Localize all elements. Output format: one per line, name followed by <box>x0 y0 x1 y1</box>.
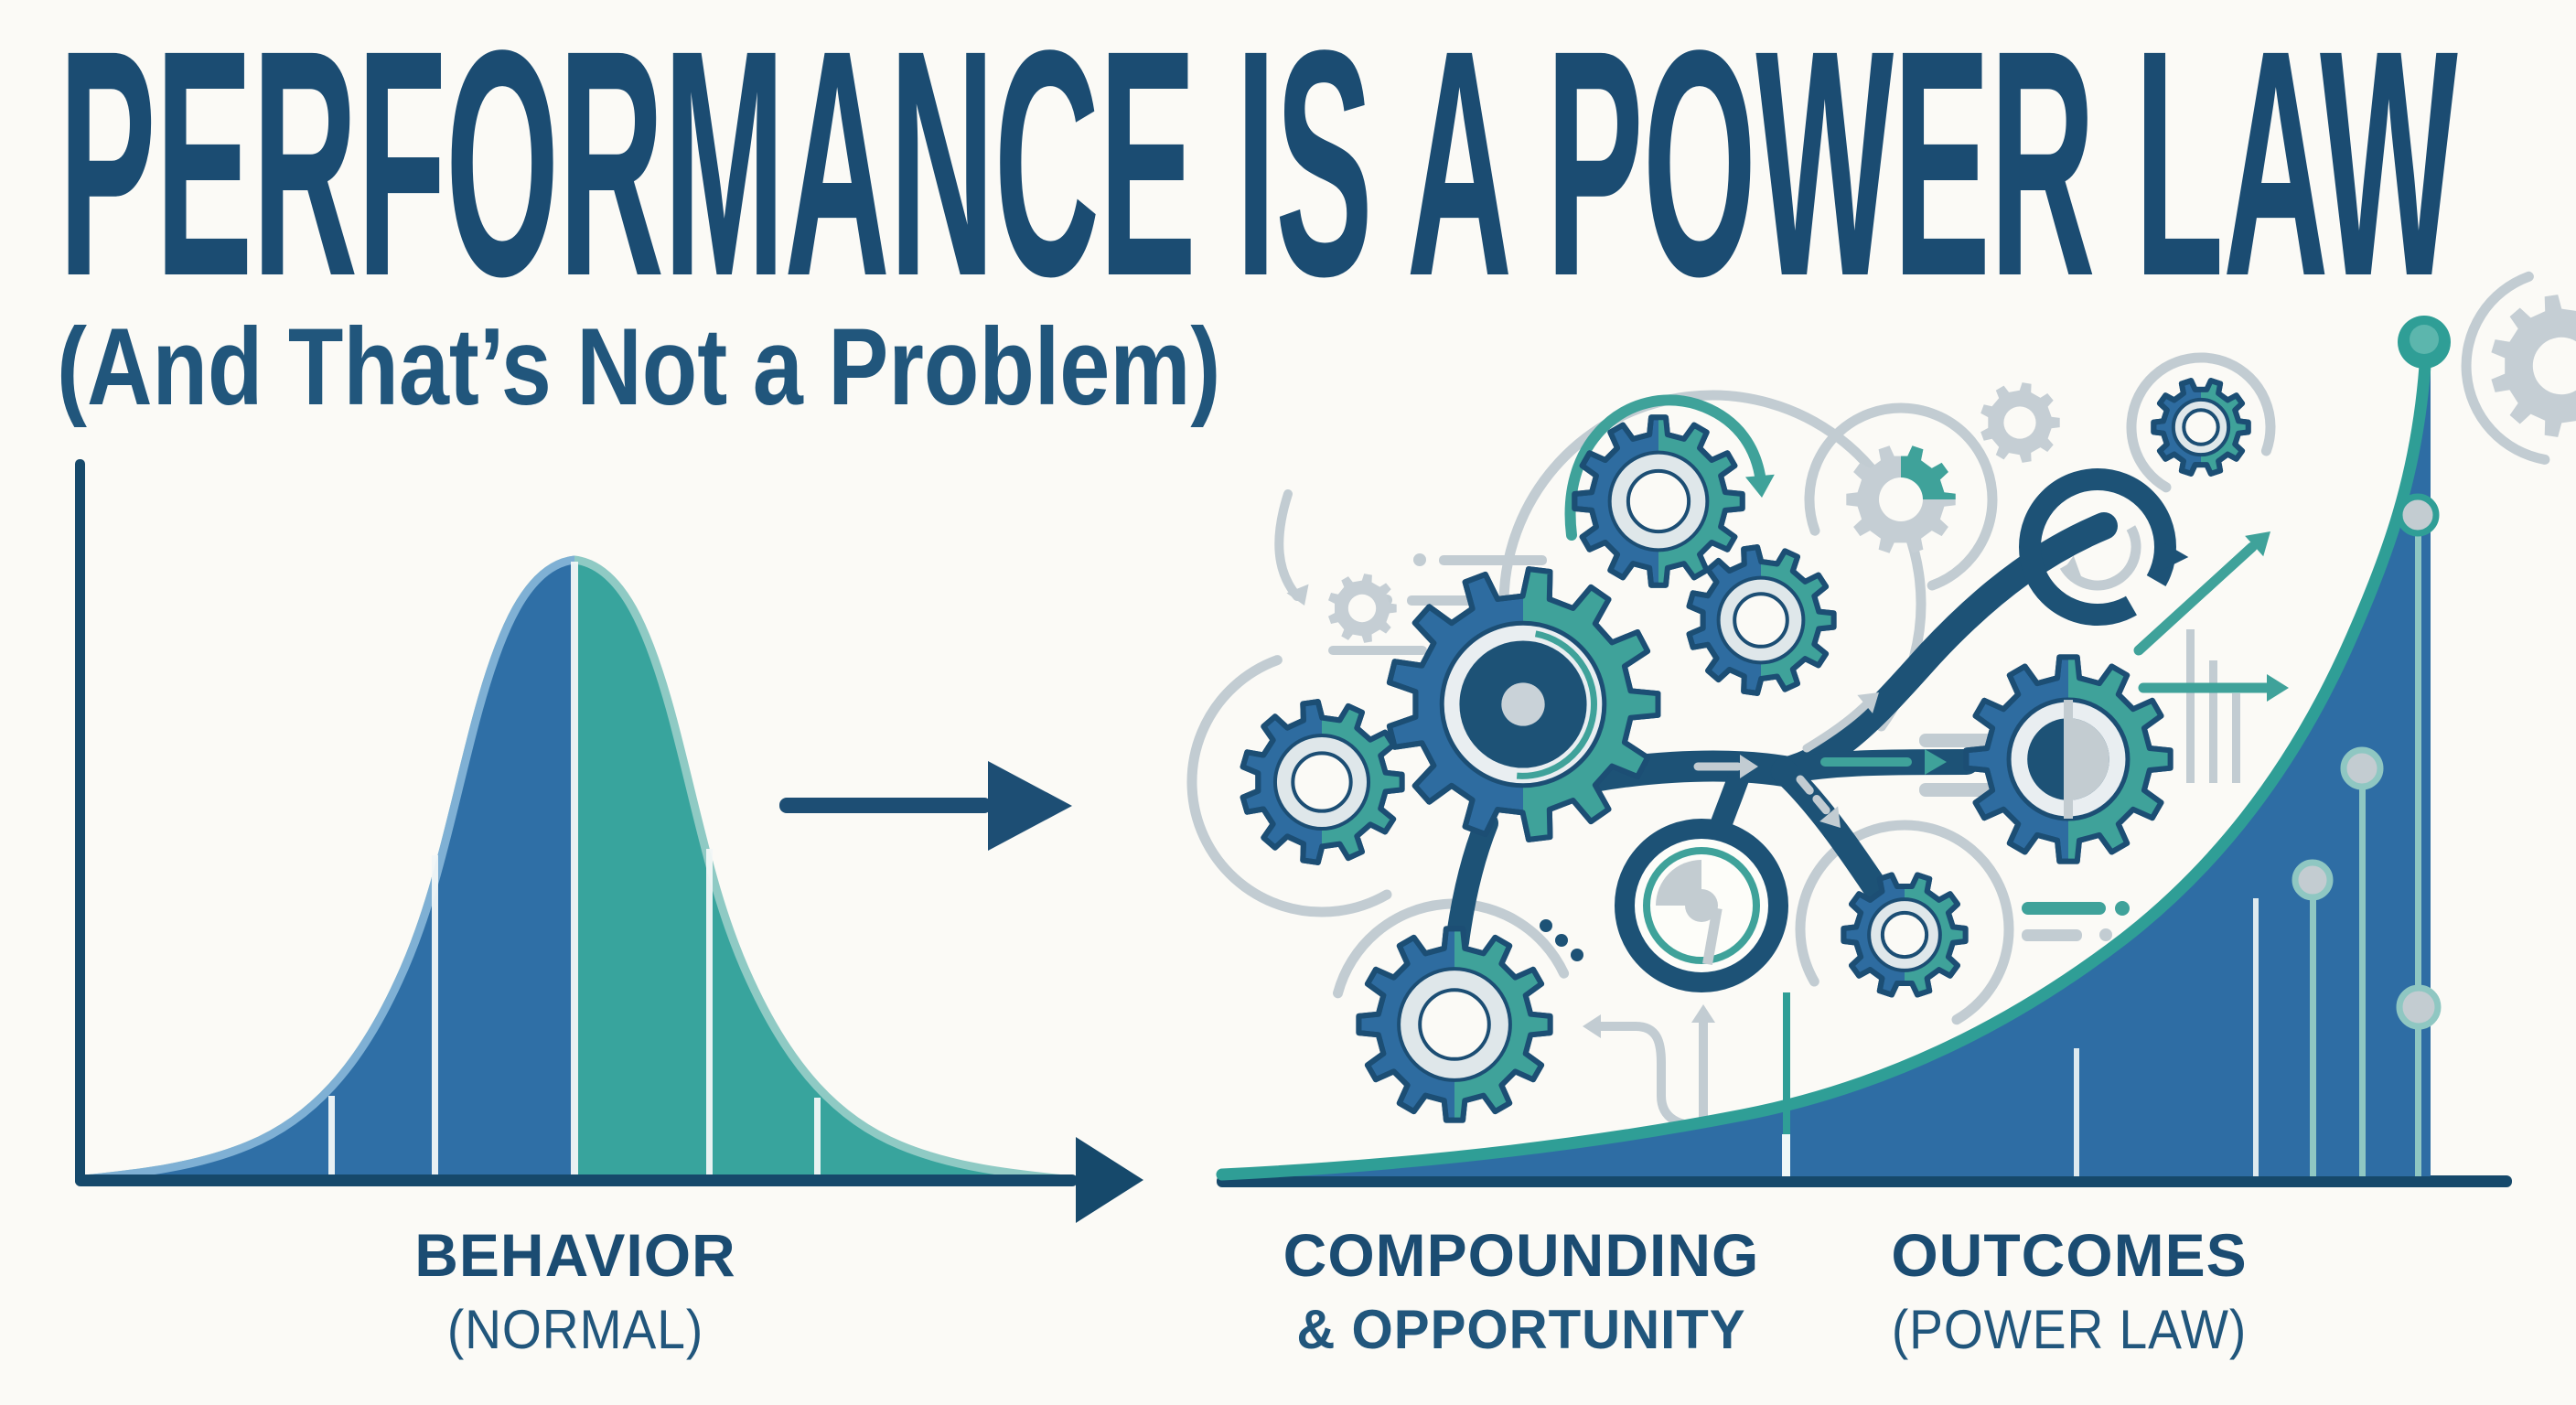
bell-sigma-divider <box>571 562 578 1179</box>
bell-curve-chart <box>80 555 1069 1184</box>
branch-gear-icon <box>2151 378 2251 477</box>
decorative-arc <box>1804 402 1998 591</box>
outcomes-axis-label: OUTCOMES (POWER LAW) <box>1749 1221 2389 1361</box>
power-overlay <box>1216 316 2451 1181</box>
arrowhead-icon <box>2156 539 2189 572</box>
flow-arrow <box>779 761 1072 851</box>
bell-left-half <box>84 560 574 1179</box>
power-curve-line <box>1216 359 2431 1181</box>
outcomes-label-line2: (POWER LAW) <box>1891 1299 2248 1361</box>
small-gray-gear-icon <box>1328 574 1397 643</box>
arrowhead-icon <box>1857 692 1879 713</box>
flow-arrowhead-icon <box>988 761 1072 851</box>
power-curve-fill <box>1222 370 2431 1176</box>
cycle-down-arrowhead-icon <box>1744 474 1775 498</box>
bell-axes <box>75 459 1143 1223</box>
behavior-label-line1: BEHAVIOR <box>414 1221 736 1289</box>
top-gear-icon <box>1572 414 1745 588</box>
left-gear-icon <box>1240 699 1405 865</box>
spoked-wheel-icon <box>1615 819 1788 992</box>
bell-sigma-divider <box>814 1098 821 1179</box>
compounding-label-line1: COMPOUNDING <box>1283 1221 1760 1289</box>
decorative-arc <box>2126 352 2276 493</box>
circuit-node-icon <box>2396 984 2442 1030</box>
bell-sigma-divider <box>432 855 438 1179</box>
behavior-axis-label: BEHAVIOR (NORMAL) <box>255 1221 896 1361</box>
bell-x-axis <box>75 1174 1078 1186</box>
cycle-arrows-icon <box>2019 468 2189 626</box>
arrowhead-icon <box>1819 806 1841 828</box>
lower-right-gear-icon <box>1841 872 1969 998</box>
up-arrowhead-icon <box>1691 1004 1715 1023</box>
decorative-arc <box>1186 655 1392 917</box>
pie-gear-icon <box>1963 654 2174 864</box>
compounding-axis-label: COMPOUNDING & OPPORTUNITY <box>1201 1221 1841 1361</box>
arrowhead-icon <box>1740 755 1758 778</box>
flow-arrow-shaft <box>779 798 992 813</box>
behavior-label-line2: (NORMAL) <box>446 1299 704 1361</box>
branch-paths <box>1445 394 2289 961</box>
page-subtitle: (And That’s Not a Problem) <box>57 306 1221 428</box>
down-arrowhead-icon <box>1286 584 1309 606</box>
decorative-arc <box>1795 820 2014 1025</box>
power-white-tick <box>2253 898 2259 1176</box>
branch-path <box>1770 512 2118 785</box>
power-x-axis <box>1217 1175 2512 1187</box>
circuit-node-icon <box>2292 859 2334 901</box>
circuit-node-icon <box>2340 746 2384 790</box>
circuit-node-icon <box>2396 493 2440 537</box>
trend-right-arrowhead-icon <box>2267 674 2289 702</box>
left-arrowhead-icon <box>1583 1014 1601 1038</box>
decorative-arc <box>2461 271 2550 465</box>
bottom-gear-icon <box>1356 926 1553 1123</box>
decorative-arc <box>1333 898 1570 999</box>
small-gray-gear-icon <box>1980 382 2060 463</box>
arrowhead-icon <box>2062 555 2082 577</box>
trend-up-arrowhead-icon <box>2245 531 2270 557</box>
gear-cluster <box>1240 295 2576 1123</box>
bell-y-axis <box>75 459 85 1185</box>
bell-sigma-divider <box>706 849 713 1179</box>
outcomes-label-line1: OUTCOMES <box>1891 1221 2248 1289</box>
central-gear-icon <box>1386 566 1661 842</box>
bell-sigma-divider <box>328 1096 335 1179</box>
branch-path <box>1445 811 1498 954</box>
edge-gray-gear-icon <box>2491 295 2576 437</box>
page-title: PERFORMANCE IS A POWER LAW <box>59 0 2458 343</box>
mid-gear-icon <box>1686 544 1837 696</box>
compounding-label-line2: & OPPORTUNITY <box>1296 1299 1746 1361</box>
power-law-chart <box>1217 370 2512 1187</box>
bell-x-axis-arrowhead-icon <box>1076 1137 1143 1223</box>
teal-stem <box>1783 992 1790 1176</box>
teal-arrowhead-icon <box>1925 749 1947 775</box>
branch-path <box>1771 758 1897 914</box>
power-white-tick <box>2074 1048 2079 1176</box>
